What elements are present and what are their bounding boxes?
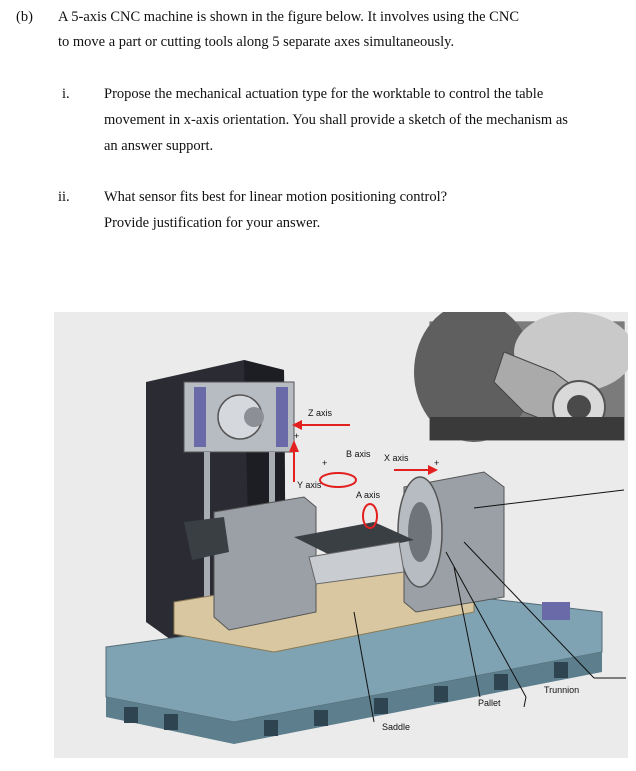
x-axis-label: X axis <box>384 453 409 463</box>
y-axis-arrow <box>289 440 299 482</box>
saddle-label: Saddle <box>382 722 410 732</box>
saddle-leader-line <box>353 611 375 723</box>
axis-plus-markers: + + + <box>294 431 439 468</box>
y-axis-label: Y axis <box>297 480 322 490</box>
subquestion-marker-ii: ii. <box>58 189 70 205</box>
callout-leaders <box>353 489 626 723</box>
subquestion-marker-i: i. <box>62 86 70 102</box>
subquestion-ii-line-2: Provide justification for your answer. <box>104 215 321 231</box>
trunnion-housing-left <box>184 496 317 631</box>
svg-text:+: + <box>294 431 299 441</box>
trunnion-leader-line <box>463 541 595 679</box>
subquestion-i-line-3: an answer support. <box>104 138 214 154</box>
svg-text:+: + <box>322 458 327 468</box>
rotary-table <box>294 522 414 585</box>
a-axis-label: A axis <box>356 490 381 500</box>
cnc-machine-figure: Z axis Y axis B axis X axis A axis Saddl… <box>54 312 628 758</box>
svg-text:+: + <box>434 458 439 468</box>
x-axis-arrow <box>394 465 438 475</box>
inset-photo-trunnion <box>414 312 628 442</box>
z-axis-label: Z axis <box>308 408 333 418</box>
cnc-machine-illustration: Z axis Y axis B axis X axis A axis Saddl… <box>105 312 628 744</box>
z-axis-arrow <box>292 420 350 430</box>
a-axis-arrow <box>362 503 378 529</box>
question-intro-line-2: to move a part or cutting tools along 5 … <box>58 34 455 50</box>
pallet-label: Pallet <box>478 698 501 708</box>
pallet-leader-line <box>453 566 481 698</box>
machine-base <box>105 596 603 744</box>
trunnion-housing-right <box>397 471 505 613</box>
trunnion-label: Trunnion <box>544 685 579 695</box>
pallet-leader-line-2 <box>445 551 527 698</box>
b-axis-arrow <box>319 472 357 488</box>
subquestion-ii-line-1: What sensor fits best for linear motion … <box>104 189 448 205</box>
question-marker: (b) <box>16 9 33 25</box>
subquestion-i-line-2: movement in x-axis orientation. You shal… <box>104 112 568 128</box>
question-intro-line-1: A 5-axis CNC machine is shown in the fig… <box>58 9 519 25</box>
subquestion-i-line-1: Propose the mechanical actuation type fo… <box>104 86 544 102</box>
b-axis-label: B axis <box>346 449 371 459</box>
